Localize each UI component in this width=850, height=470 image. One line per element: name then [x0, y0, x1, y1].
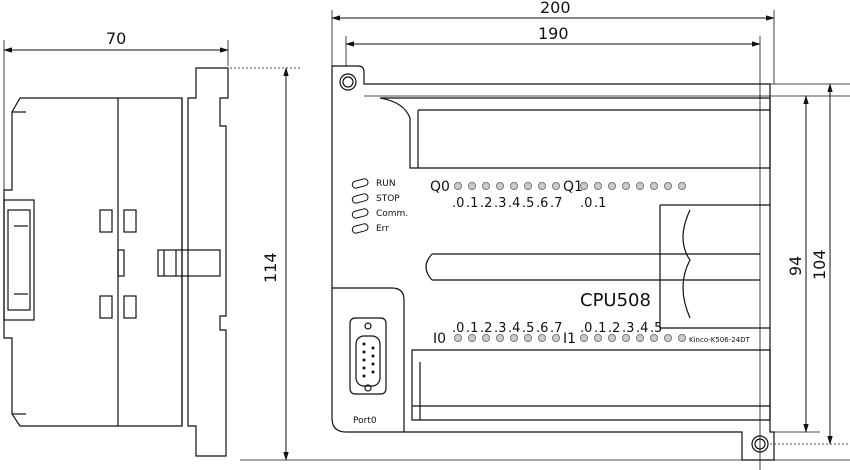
q0-bit-1: .1 — [466, 196, 478, 211]
led-label-run: RUN — [376, 179, 396, 189]
led-label-err: Err — [376, 224, 389, 234]
i1-bit-0: .0 — [580, 321, 592, 336]
dim-label-104: 104 — [810, 249, 829, 280]
led-label-comm: Comm. — [376, 209, 408, 219]
q1-bit-0: .0 — [580, 196, 592, 211]
q0-bit-6: .6 — [536, 196, 548, 211]
led-stop-icon — [351, 193, 369, 204]
i0-bit-1: .1 — [466, 321, 478, 336]
dimension-arrows — [3, 15, 833, 461]
part-number-label: Kinco-K506-24DT — [689, 336, 751, 344]
i0-bit-0: .0 — [452, 321, 464, 336]
i1-bit-5: .5 — [650, 321, 662, 336]
i0-label: I0 — [433, 331, 446, 347]
i0-bit-7: .7 — [550, 321, 562, 336]
q0-bit-5: .5 — [522, 196, 534, 211]
i0-led-row — [453, 333, 561, 342]
dim-label-200: 200 — [540, 0, 571, 17]
i0-bit-6: .6 — [536, 321, 548, 336]
q1-bit-1: .1 — [594, 196, 606, 211]
front-view — [331, 65, 775, 461]
i0-bit-2: .2 — [480, 321, 492, 336]
dim-label-114: 114 — [261, 252, 280, 283]
i0-bit-5: .5 — [522, 321, 534, 336]
q1-led-row — [580, 181, 687, 190]
led-run-icon — [351, 178, 369, 189]
i1-bit-3: .3 — [622, 321, 634, 336]
q0-bit-4: .4 — [508, 196, 520, 211]
i1-led-row — [580, 333, 687, 342]
led-label-stop: STOP — [376, 194, 400, 204]
q0-bit-2: .2 — [480, 196, 492, 211]
i1-bit-4: .4 — [636, 321, 648, 336]
i1-label: I1 — [563, 331, 576, 347]
i0-bit-3: .3 — [494, 321, 506, 336]
dim-label-70: 70 — [106, 29, 126, 48]
dim-label-190: 190 — [538, 24, 569, 43]
port-label: Port0 — [353, 416, 377, 426]
q0-led-row — [453, 181, 561, 190]
i1-bit-1: .1 — [594, 321, 606, 336]
extension-lines — [3, 10, 850, 470]
q1-label: Q1 — [563, 179, 583, 195]
side-view — [3, 67, 229, 457]
i1-bit-2: .2 — [608, 321, 620, 336]
q0-bit-7: .7 — [550, 196, 562, 211]
i0-bit-4: .4 — [508, 321, 520, 336]
q0-label: Q0 — [430, 179, 450, 195]
q0-bit-3: .3 — [494, 196, 506, 211]
led-err-icon — [351, 223, 369, 234]
db9-pins — [362, 342, 375, 378]
dim-label-94: 94 — [786, 256, 805, 276]
led-comm-icon — [351, 208, 369, 219]
status-leds — [351, 178, 369, 234]
model-label: CPU508 — [580, 290, 651, 311]
q0-bit-0: .0 — [452, 196, 464, 211]
